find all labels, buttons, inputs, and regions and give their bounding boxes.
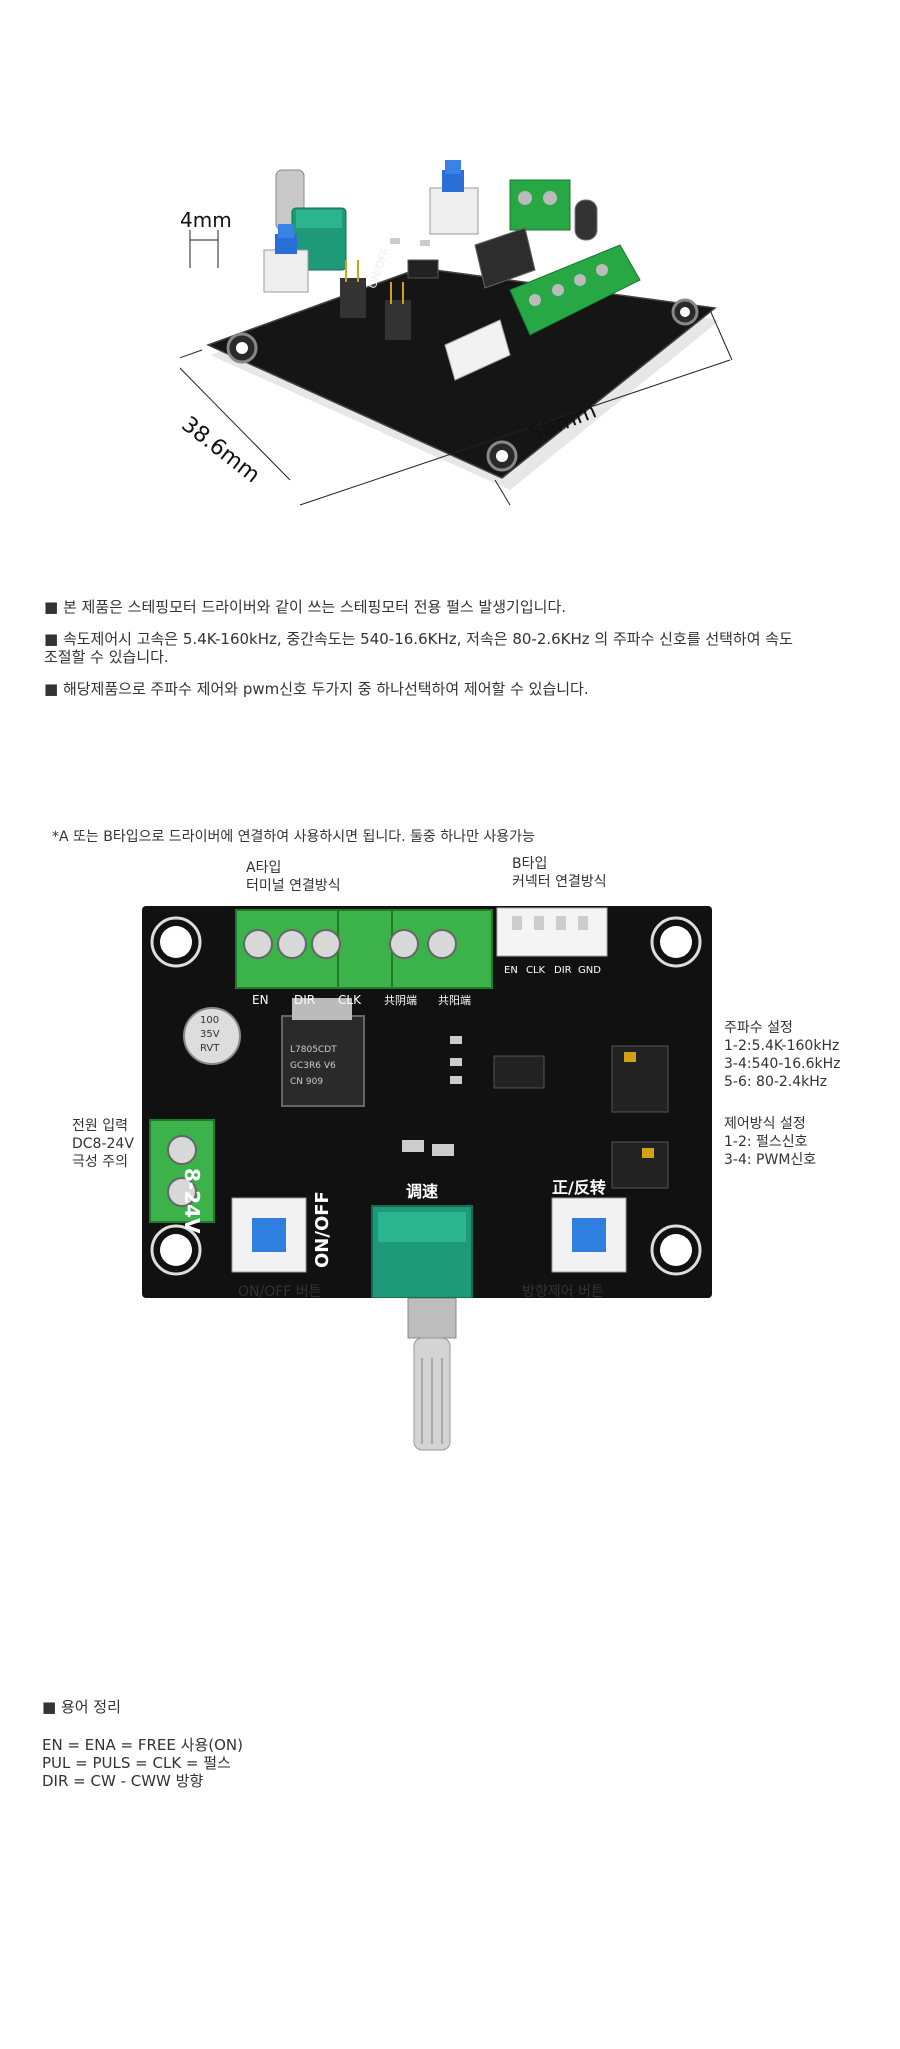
freq-setting-line-2: 3-4:540-16.6kHz: [724, 1056, 841, 1072]
potentiometer-shaft-illustration: [407, 1298, 457, 1451]
regulator-text-1: L7805CDT: [290, 1045, 337, 1055]
onoff-button-label: ON/OFF 버튼: [238, 1284, 322, 1300]
freq-setting-line-1: 1-2:5.4K-160kHz: [724, 1038, 840, 1054]
product-3d-figure: 4mm 38.6mm 58mm ON/OFF: [177, 150, 740, 530]
control-setting-title: 제어방식 설정: [724, 1116, 806, 1132]
b-type-title: B타입: [512, 856, 548, 872]
power-silk-label: 8-24V: [180, 1168, 204, 1234]
onoff-silk-label: ON/OFF: [312, 1191, 333, 1268]
glossary-title: ■ 용어 정리: [42, 1698, 121, 1716]
description-item-1: ■ 본 제품은 스테핑모터 드라이버와 같이 쓰는 스테핑모터 전용 펄스 발생…: [44, 598, 567, 616]
connector-pin-gnd: GND: [578, 965, 601, 976]
regulator-text-3: CN 909: [290, 1077, 324, 1087]
connector-pin-clk: CLK: [526, 965, 546, 976]
pcb-board: EN DIR CLK 共阴端 共阳端 EN CLK DIR GND 100 35…: [142, 906, 712, 1298]
capacitor-text-3: RVT: [200, 1043, 220, 1054]
mounting-hole-tl: [150, 916, 202, 968]
control-setting-line-2: 3-4: PWM신호: [724, 1152, 817, 1168]
connector-pin-dir: DIR: [554, 965, 572, 976]
power-input-line-1: 전원 입력: [72, 1118, 128, 1134]
description-item-2: ■ 속도제어시 고속은 5.4K-160kHz, 중간속도는 540-16.6K…: [44, 630, 793, 666]
direction-silk-label: 正/反转: [552, 1178, 606, 1197]
terminal-pin-dir: DIR: [294, 993, 316, 1007]
regulator-text-2: GC3R6 V6: [290, 1061, 336, 1071]
description-item-3: ■ 해당제품으로 주파수 제어와 pwm신호 두가지 중 하나선택하여 제어할 …: [44, 680, 589, 698]
glossary-section: ■ 용어 정리 EN = ENA = FREE 사용(ON) PUL = PUL…: [42, 1698, 542, 1790]
a-type-title: A타입: [246, 860, 282, 876]
direction-button-label: 방향제어 버튼: [522, 1284, 604, 1300]
freq-setting-title: 주파수 설정: [724, 1020, 793, 1036]
freq-setting-line-3: 5-6: 80-2.4kHz: [724, 1074, 828, 1090]
capacitor-text-2: 35V: [200, 1029, 220, 1040]
power-input-line-3: 극성 주의: [72, 1154, 128, 1170]
potentiometer-shaft: [392, 1298, 472, 1458]
terminal-pin-common-cathode: 共阴端: [384, 994, 417, 1007]
product-3d-illustration: [180, 160, 733, 506]
glossary-line-1: EN = ENA = FREE 사용(ON): [42, 1736, 243, 1754]
description-list: ■ 본 제품은 스테핑모터 드라이버와 같이 쓰는 스테핑모터 전용 펄스 발생…: [44, 598, 824, 698]
glossary-line-2: PUL = PULS = CLK = 펄스: [42, 1754, 231, 1772]
speed-silk-label: 调速: [406, 1182, 439, 1201]
pcb-illustration: [149, 907, 702, 1298]
power-input-line-2: DC8-24V: [72, 1136, 134, 1152]
terminal-pin-en: EN: [252, 993, 269, 1007]
glossary-line-3: DIR = CW - CWW 방향: [42, 1772, 204, 1790]
capacitor-text-1: 100: [200, 1015, 220, 1026]
b-type-sub: 커넥터 연결방식: [512, 874, 607, 890]
a-type-sub: 터미널 연결방식: [246, 878, 341, 894]
usage-note: *A 또는 B타입으로 드라이버에 연결하여 사용하시면 됩니다. 둘중 하나만…: [52, 829, 535, 845]
terminal-pin-common-anode: 共阳端: [438, 994, 471, 1007]
connector-pin-en: EN: [504, 965, 518, 976]
terminal-pin-clk: CLK: [338, 993, 361, 1007]
dim-label-4mm: 4mm: [180, 208, 232, 232]
control-setting-line-1: 1-2: 펄스신호: [724, 1134, 808, 1150]
